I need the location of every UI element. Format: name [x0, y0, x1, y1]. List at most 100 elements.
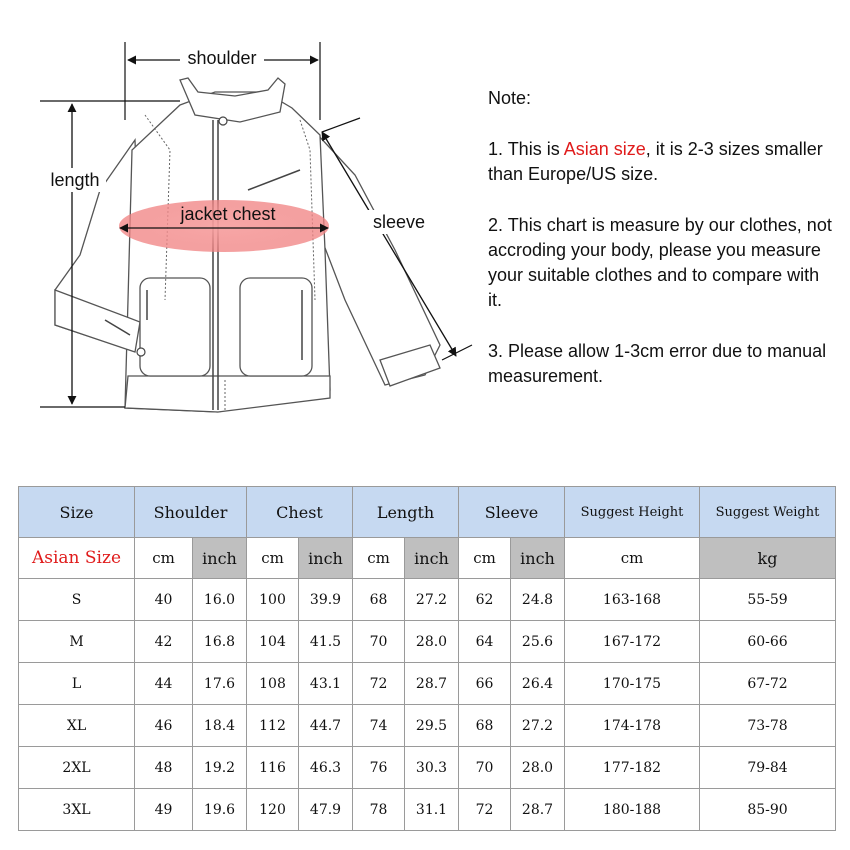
cell-shoulder-in: 19.6 [192, 788, 247, 831]
cell-height: 180-188 [564, 788, 700, 831]
cell-sleeve-in: 27.2 [510, 704, 565, 747]
header-shoulder: Shoulder [134, 486, 247, 538]
cell-length-cm: 74 [352, 704, 405, 747]
cell-shoulder-cm: 48 [134, 746, 193, 789]
cell-shoulder-in: 18.4 [192, 704, 247, 747]
sleeve-label: sleeve [373, 212, 425, 232]
cell-size: S [18, 578, 135, 621]
header-suggest-height: Suggest Height [564, 486, 700, 538]
asian-size-highlight: Asian size [563, 139, 646, 159]
note-1-suffix: , it is 2-3 sizes smaller than Europe/US… [488, 139, 823, 184]
notes-panel: Note: 1. This is Asian size, it is 2-3 s… [488, 86, 838, 415]
cell-height: 174-178 [564, 704, 700, 747]
cell-length-in: 28.0 [404, 620, 459, 663]
header-chest: Chest [246, 486, 353, 538]
cell-chest-cm: 120 [246, 788, 299, 831]
cell-shoulder-in: 17.6 [192, 662, 247, 705]
cell-chest-in: 39.9 [298, 578, 353, 621]
cell-length-in: 27.2 [404, 578, 459, 621]
cell-size: M [18, 620, 135, 663]
cell-length-cm: 68 [352, 578, 405, 621]
cell-length-cm: 78 [352, 788, 405, 831]
cell-shoulder-cm: 42 [134, 620, 193, 663]
cell-shoulder-cm: 40 [134, 578, 193, 621]
cell-size: 3XL [18, 788, 135, 831]
note-3: 3. Please allow 1-3cm error due to manua… [488, 341, 827, 386]
cell-weight: 55-59 [699, 578, 836, 621]
cell-shoulder-cm: 46 [134, 704, 193, 747]
cell-chest-in: 43.1 [298, 662, 353, 705]
header-length: Length [352, 486, 459, 538]
size-chart-table: Size Shoulder Chest Length Sleeve Sugges… [18, 486, 836, 831]
cell-sleeve-cm: 62 [458, 578, 511, 621]
cell-sleeve-cm: 70 [458, 746, 511, 789]
cell-height: 163-168 [564, 578, 700, 621]
unit-sleeve-inch: inch [510, 537, 565, 579]
shoulder-label: shoulder [187, 48, 256, 68]
cell-size: 2XL [18, 746, 135, 789]
cell-chest-in: 46.3 [298, 746, 353, 789]
header-size: Size [18, 486, 135, 538]
cell-sleeve-in: 25.6 [510, 620, 565, 663]
cell-weight: 67-72 [699, 662, 836, 705]
note-1: 1. This is Asian size, it is 2-3 sizes s… [488, 137, 838, 187]
chest-label: jacket chest [179, 204, 275, 224]
cell-sleeve-cm: 72 [458, 788, 511, 831]
cell-length-cm: 70 [352, 620, 405, 663]
table-unit-row: Asian Size cm inch cm inch cm inch cm in… [18, 537, 836, 579]
cell-chest-in: 41.5 [298, 620, 353, 663]
cell-chest-in: 47.9 [298, 788, 353, 831]
cell-sleeve-in: 24.8 [510, 578, 565, 621]
unit-shoulder-inch: inch [192, 537, 247, 579]
cell-chest-in: 44.7 [298, 704, 353, 747]
cell-sleeve-cm: 66 [458, 662, 511, 705]
cell-chest-cm: 100 [246, 578, 299, 621]
note-2: 2. This chart is measure by our clothes,… [488, 215, 832, 310]
note-1-prefix: 1. This is [488, 139, 564, 159]
cell-height: 177-182 [564, 746, 700, 789]
cell-length-cm: 72 [352, 662, 405, 705]
jacket-measurement-diagram: shoulder length jacket chest sleeve [40, 42, 473, 413]
cell-sleeve-in: 28.0 [510, 746, 565, 789]
cell-chest-cm: 112 [246, 704, 299, 747]
cell-weight: 85-90 [699, 788, 836, 831]
table-header-row: Size Shoulder Chest Length Sleeve Sugges… [18, 486, 836, 538]
cell-chest-cm: 104 [246, 620, 299, 663]
unit-chest-cm: cm [246, 537, 299, 579]
cell-size: L [18, 662, 135, 705]
unit-chest-inch: inch [298, 537, 353, 579]
notes-title: Note: [488, 88, 532, 108]
cell-length-in: 30.3 [404, 746, 459, 789]
cell-sleeve-in: 28.7 [510, 788, 565, 831]
cell-length-cm: 76 [352, 746, 405, 789]
unit-length-inch: inch [404, 537, 459, 579]
cell-length-in: 29.5 [404, 704, 459, 747]
cell-shoulder-in: 19.2 [192, 746, 247, 789]
cell-sleeve-cm: 64 [458, 620, 511, 663]
unit-sleeve-cm: cm [458, 537, 511, 579]
unit-height-cm: cm [564, 537, 700, 579]
cell-height: 167-172 [564, 620, 700, 663]
sleeve-arrow [321, 131, 457, 357]
cell-length-in: 28.7 [404, 662, 459, 705]
cell-weight: 79-84 [699, 746, 836, 789]
unit-length-cm: cm [352, 537, 405, 579]
header-suggest-weight: Suggest Weight [699, 486, 836, 538]
unit-asian-size: Asian Size [18, 537, 135, 579]
cell-shoulder-in: 16.0 [192, 578, 247, 621]
cell-shoulder-cm: 44 [134, 662, 193, 705]
cell-sleeve-in: 26.4 [510, 662, 565, 705]
cell-shoulder-in: 16.8 [192, 620, 247, 663]
unit-shoulder-cm: cm [134, 537, 193, 579]
cell-weight: 73-78 [699, 704, 836, 747]
header-sleeve: Sleeve [458, 486, 565, 538]
cell-length-in: 31.1 [404, 788, 459, 831]
cell-sleeve-cm: 68 [458, 704, 511, 747]
cell-size: XL [18, 704, 135, 747]
